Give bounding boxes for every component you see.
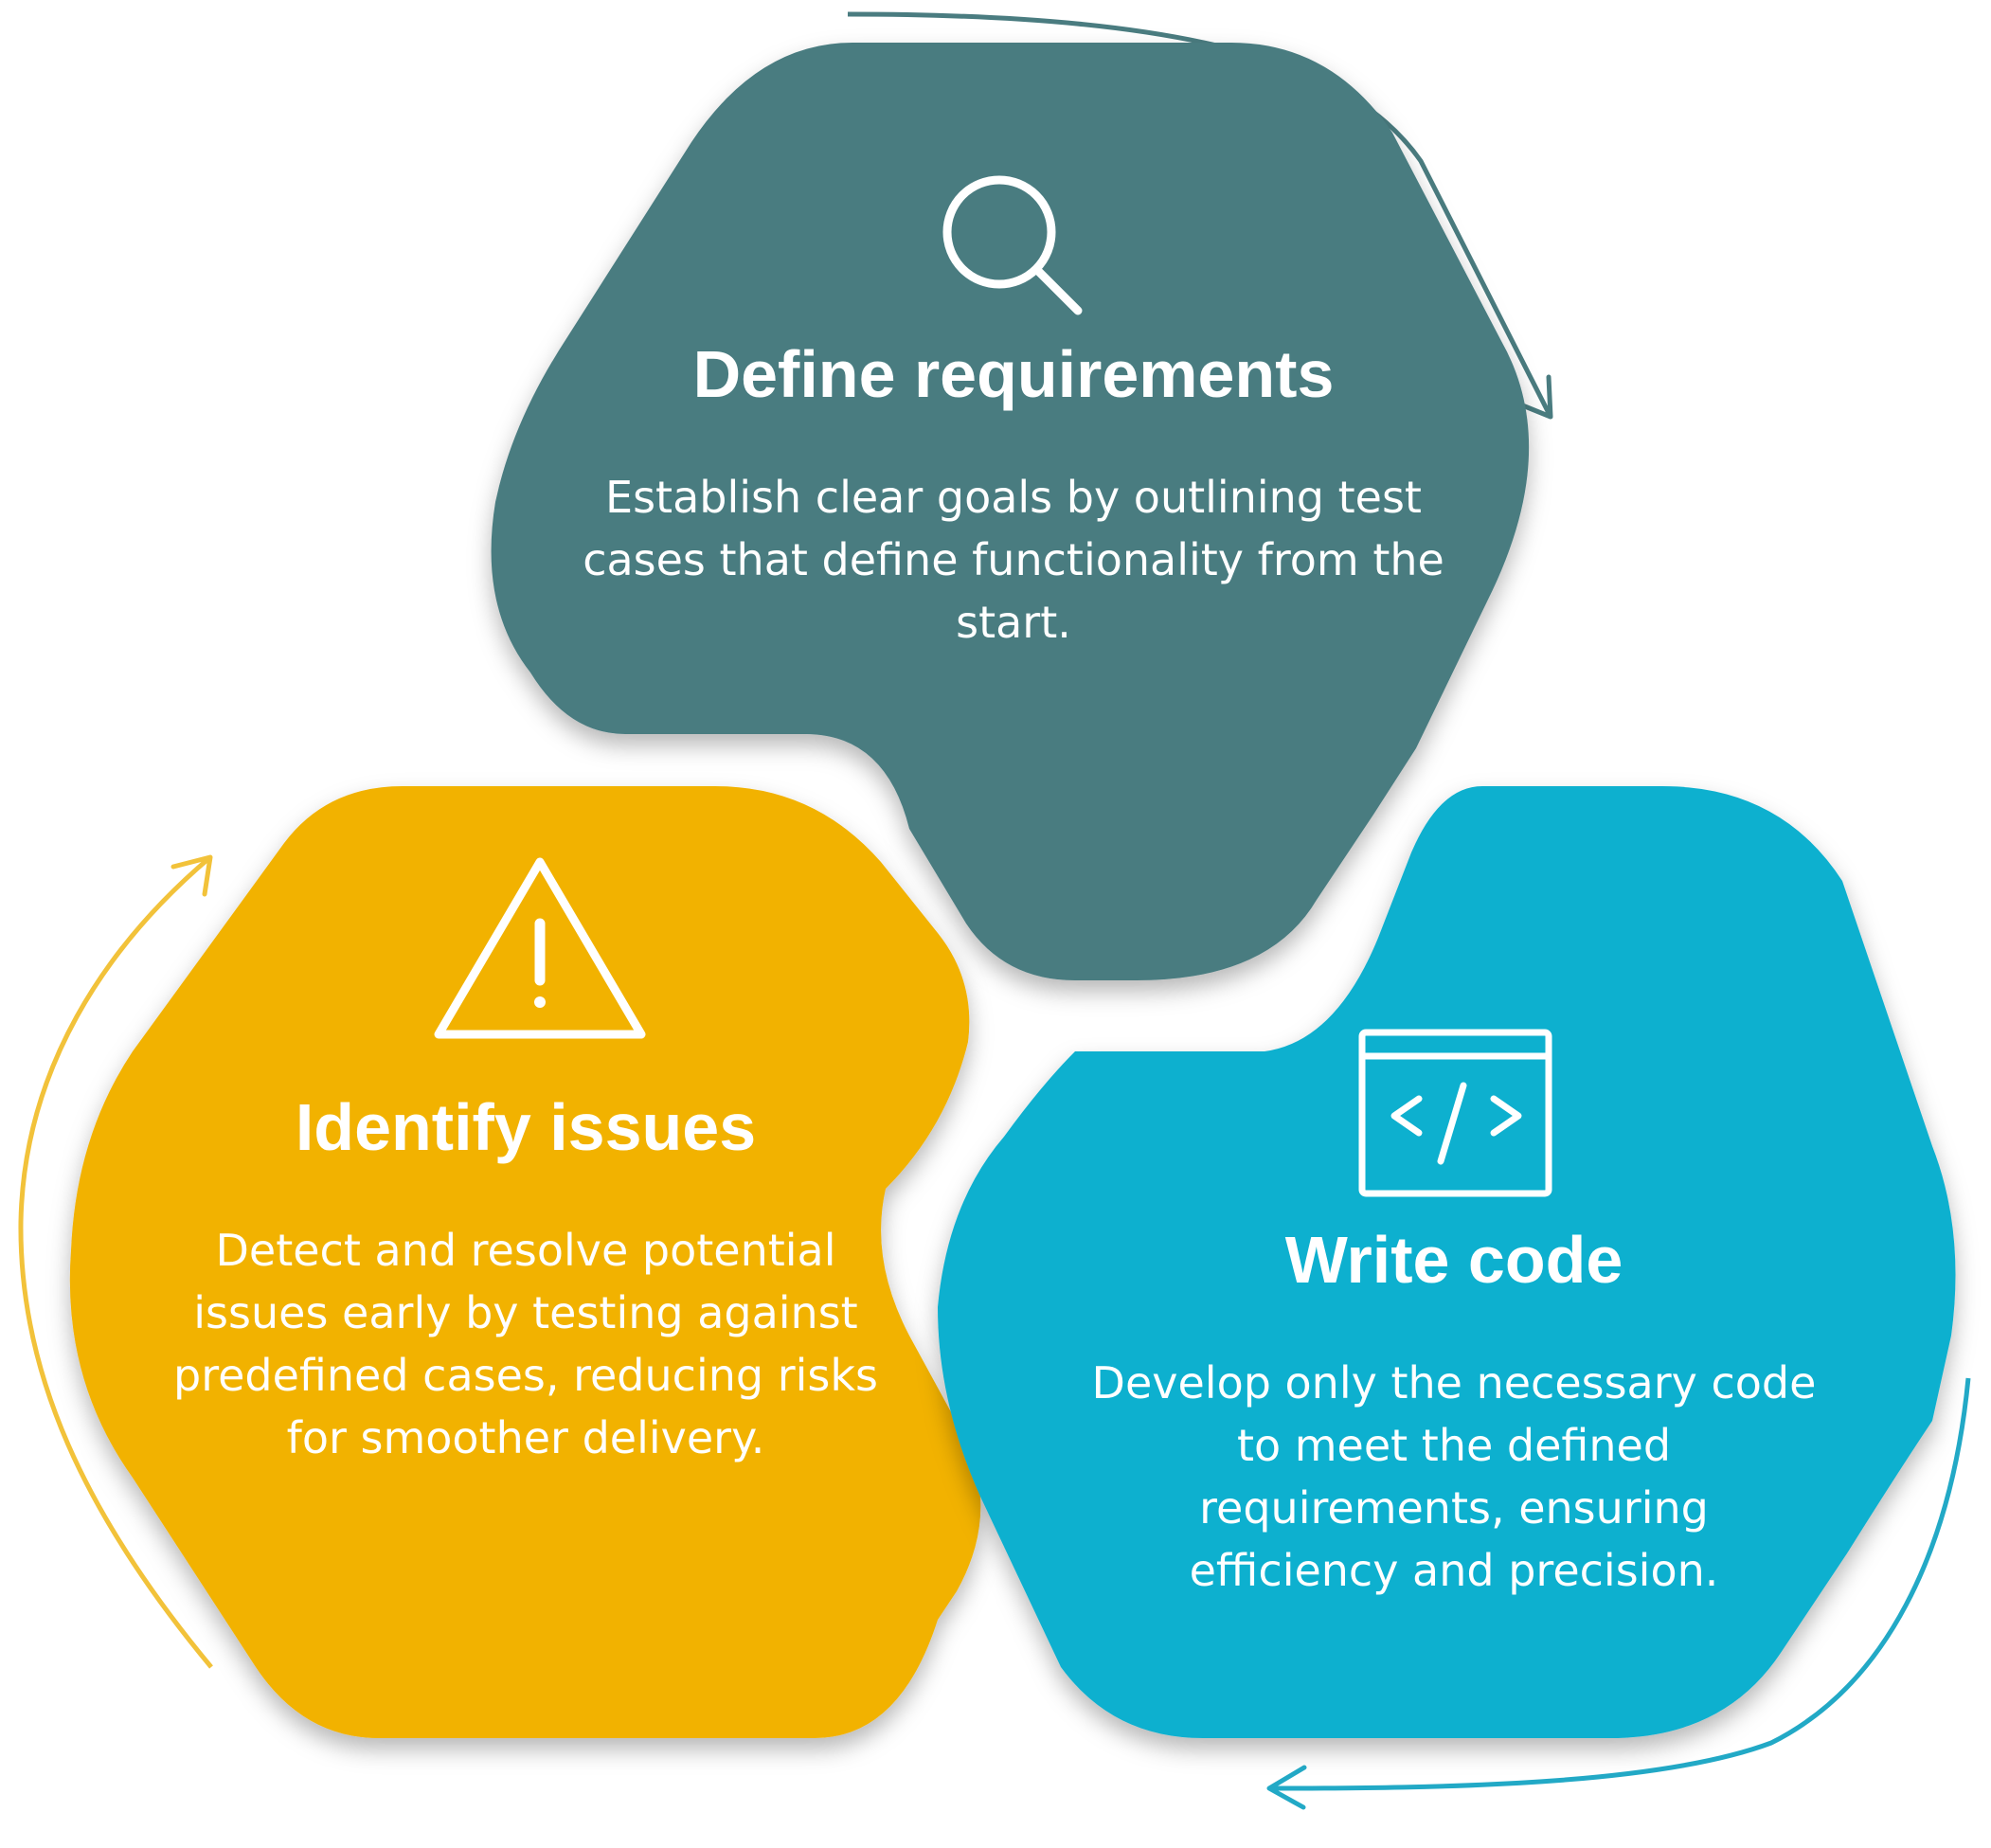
identify-issues-description: Detect and resolve potential issues earl…	[173, 1224, 878, 1463]
write-code-panel: Write code Develop only the necessary co…	[1089, 1222, 1819, 1602]
define-shape	[491, 43, 1530, 980]
write-code-description: Develop only the necessary code to meet …	[1091, 1356, 1817, 1596]
write-code-title: Write code	[1284, 1223, 1623, 1297]
identify-issues-title: Identify issues	[295, 1090, 757, 1164]
define-requirements-description: Establish clear goals by outlining test …	[583, 471, 1444, 648]
code-window-icon	[1358, 1029, 1552, 1197]
arrow-write-head	[1266, 1765, 1307, 1810]
cycle-arrow-identify	[18, 854, 213, 1669]
arrow-define-head	[1513, 374, 1553, 420]
arrow-identify-head	[170, 854, 213, 897]
cycle-arrow-write	[1266, 1377, 1971, 1810]
write-shape	[938, 786, 1956, 1738]
magnifier-icon	[942, 175, 1083, 315]
define-requirements-panel: Define requirements Establish clear goal…	[559, 336, 1468, 654]
warning-icon	[434, 857, 646, 1039]
arrow-identify-line	[18, 855, 213, 1669]
identify-shape	[69, 786, 981, 1738]
arrow-write-line	[1268, 1377, 1971, 1791]
define-requirements-title: Define requirements	[692, 337, 1335, 411]
identify-issues-panel: Identify issues Detect and resolve poten…	[170, 1089, 881, 1469]
